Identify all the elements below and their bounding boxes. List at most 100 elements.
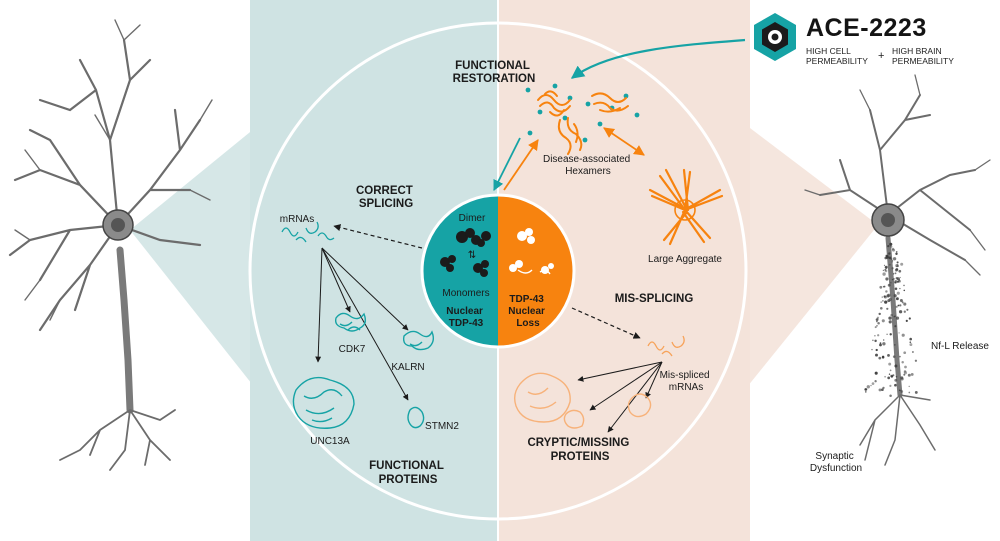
nfl-dot <box>888 316 892 320</box>
mis-splicing-label: MIS-SPLICING <box>615 293 694 305</box>
nfl-dot <box>893 294 897 298</box>
nfl-dot <box>907 373 911 377</box>
nfl-dot <box>903 302 907 306</box>
nfl-dot <box>891 248 896 252</box>
nfl-dot <box>890 245 893 248</box>
nfl-dot <box>885 277 889 281</box>
nfl-dot <box>884 265 888 269</box>
nfl-dot <box>871 382 875 385</box>
nfl-dot <box>888 252 891 255</box>
nfl-dot <box>888 362 892 366</box>
nfl-dot <box>879 342 882 344</box>
nfl-dot <box>899 304 902 307</box>
protein-label-cdk7: CDK7 <box>339 344 366 355</box>
nfl-dot <box>904 365 907 369</box>
nfl-dot <box>881 319 885 323</box>
nfl-dot <box>889 333 892 336</box>
arrow-center-to-misspliced <box>571 307 641 339</box>
arrow-center-to-hexamers <box>503 139 539 191</box>
nfl-dot <box>898 269 902 273</box>
nfl-dot <box>891 247 895 251</box>
nfl-dot <box>882 300 884 302</box>
nfl-dot <box>911 351 914 353</box>
nfl-dot <box>903 284 905 287</box>
nfl-dot <box>898 279 900 281</box>
nfl-dot <box>894 287 898 290</box>
nfl-dot <box>889 394 892 398</box>
nfl-dot <box>881 296 884 298</box>
nfl-dot <box>883 339 885 341</box>
arrow-hexamers-aggregate <box>603 127 645 156</box>
nfl-dot <box>901 301 904 304</box>
nfl-dot <box>896 261 899 264</box>
protein-blobs-center <box>440 228 554 277</box>
functional-restoration-label: FUNCTIONAL RESTORATION <box>453 60 536 85</box>
nfl-dot <box>889 281 892 284</box>
nfl-dot <box>882 386 885 390</box>
nfl-dot <box>888 297 892 301</box>
nfl-dot <box>891 261 893 263</box>
nfl-dot <box>886 294 890 298</box>
nfl-dot <box>894 383 897 387</box>
nfl-dot <box>895 263 899 268</box>
nfl-dot <box>882 269 885 272</box>
nfl-dot <box>903 370 907 373</box>
nfl-dot <box>887 283 891 287</box>
nfl-dot <box>884 375 886 378</box>
nfl-dot <box>889 369 892 372</box>
diseased-neuron-illustration <box>804 74 991 466</box>
healthy-neuron-illustration <box>8 19 213 471</box>
nfl-dot <box>906 308 909 311</box>
protein-label-kalrn: KALRN <box>391 362 424 373</box>
nfl-dot <box>876 325 878 327</box>
nfl-dot <box>879 343 882 347</box>
nfl-dot <box>899 276 901 279</box>
nfl-dot <box>871 348 873 351</box>
nfl-dot <box>901 360 904 364</box>
nfl-dot <box>882 342 886 346</box>
nfl-dot <box>886 307 889 310</box>
nfl-dot <box>864 391 867 393</box>
nfl-dot <box>887 244 890 248</box>
arrow-center-to-mrnas <box>333 224 423 249</box>
neurofilament-release-dots <box>864 242 918 398</box>
nfl-dot <box>889 242 893 246</box>
nfl-release-label: Nf-L Release <box>931 341 989 352</box>
mrnas-label: mRNAs <box>280 214 314 225</box>
nfl-dot <box>874 326 877 329</box>
nfl-dot <box>886 333 888 335</box>
protein-label-unc13a: UNC13A <box>310 436 350 447</box>
nfl-dot <box>909 341 912 344</box>
misspliced-mrna-strands <box>647 335 685 357</box>
nfl-dot <box>892 355 896 358</box>
nfl-dot <box>896 264 899 266</box>
tdp43-center-circle <box>420 193 576 349</box>
nfl-dot <box>870 384 872 387</box>
nfl-dot <box>884 300 888 304</box>
mrna-strands <box>281 221 335 243</box>
ace2223-title: ACE-2223 <box>806 14 927 42</box>
nfl-dot <box>900 262 904 266</box>
nfl-dot <box>897 304 900 307</box>
nfl-dot <box>876 320 878 323</box>
drug-particles <box>525 83 640 143</box>
nfl-dot <box>890 313 893 317</box>
ace2223-logo-icon <box>754 13 796 61</box>
hexamers-label: Disease-associated Hexamers <box>543 154 633 177</box>
nfl-dot <box>872 339 874 342</box>
tdp43-nuclear-loss-label: TDP-43 Nuclear Loss <box>508 294 547 329</box>
nfl-dot <box>895 297 899 301</box>
nfl-dot <box>914 390 918 394</box>
nfl-dot <box>910 372 914 376</box>
nfl-dot <box>908 385 910 388</box>
nfl-dot <box>896 291 900 295</box>
nfl-dot <box>905 319 908 322</box>
cryptic-missing-proteins-label: CRYPTIC/MISSING PROTEINS <box>527 437 632 463</box>
protein-label-stmn2: STMN2 <box>425 421 459 432</box>
nfl-dot <box>887 354 890 357</box>
nfl-dot <box>891 267 894 270</box>
nfl-dot <box>901 333 905 337</box>
nfl-dot <box>892 273 895 275</box>
nfl-dot <box>879 306 883 310</box>
